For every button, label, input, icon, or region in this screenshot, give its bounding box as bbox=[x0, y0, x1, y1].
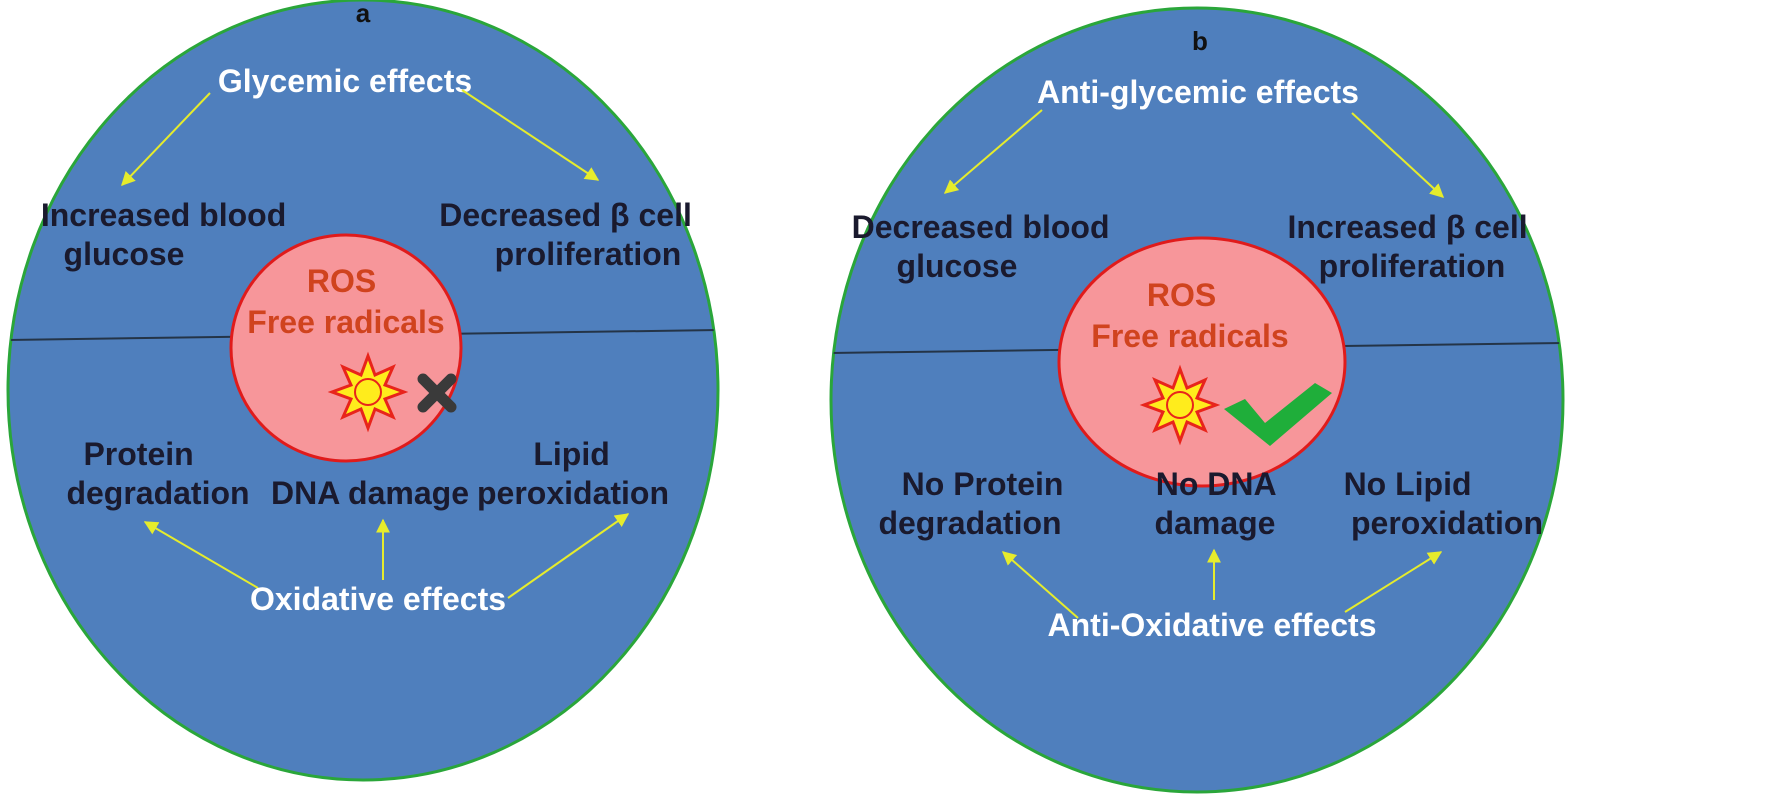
no-lipid-peroxidation-label: No Lipid peroxidation bbox=[1344, 466, 1543, 541]
sun-icon bbox=[327, 351, 409, 433]
panel-a: a Glycemic effects Increased blood gluco… bbox=[6, 0, 720, 782]
no-protein-degradation-label: No Protein degradation bbox=[878, 466, 1072, 541]
ros-label-a: ROS Free radicals bbox=[247, 263, 444, 340]
arrow-to-beta-cell-a bbox=[461, 89, 600, 181]
decreased-blood-glucose-label: Decreased blood glucose bbox=[852, 209, 1119, 284]
panel-letter-a: a bbox=[356, 0, 371, 28]
arrow-to-protein-b bbox=[1001, 551, 1079, 619]
ros-circle-a bbox=[229, 233, 463, 463]
increased-beta-cell-label: Increased β cell proliferation bbox=[1288, 209, 1537, 284]
oxidative-effects-label: Oxidative effects bbox=[250, 581, 506, 617]
no-dna-damage-label: No DNA damage bbox=[1155, 466, 1285, 541]
checkmark-icon bbox=[1224, 383, 1332, 446]
increased-blood-glucose-label: Increased blood glucose bbox=[41, 197, 295, 272]
panel-b: b Anti-glycemic effects Decreased blood … bbox=[829, 6, 1565, 794]
anti-oxidative-effects-label: Anti-Oxidative effects bbox=[1048, 607, 1377, 643]
protein-degradation-label: Protein degradation bbox=[66, 436, 249, 511]
lipid-peroxidation-label: Lipid peroxidation bbox=[477, 436, 669, 511]
ros-label-b: ROS Free radicals bbox=[1091, 277, 1288, 354]
ros-circle-b bbox=[1057, 236, 1347, 488]
sun-icon bbox=[1139, 364, 1221, 446]
arrow-to-lipid-b bbox=[1344, 551, 1443, 613]
panel-letter-b: b bbox=[1192, 26, 1208, 56]
glycemic-effects-label: Glycemic effects bbox=[218, 63, 472, 99]
decreased-beta-cell-label: Decreased β cell proliferation bbox=[439, 197, 700, 272]
arrow-to-lipid-a bbox=[507, 513, 630, 599]
arrow-to-protein-a bbox=[143, 521, 259, 589]
arrow-to-beta-cell-b bbox=[1351, 112, 1445, 198]
anti-glycemic-effects-label: Anti-glycemic effects bbox=[1037, 74, 1359, 110]
dna-damage-label: DNA damage bbox=[271, 475, 469, 511]
arrow-to-blood-glucose-b bbox=[943, 109, 1043, 194]
cross-icon bbox=[417, 373, 457, 413]
arrow-to-blood-glucose-a bbox=[121, 92, 211, 187]
